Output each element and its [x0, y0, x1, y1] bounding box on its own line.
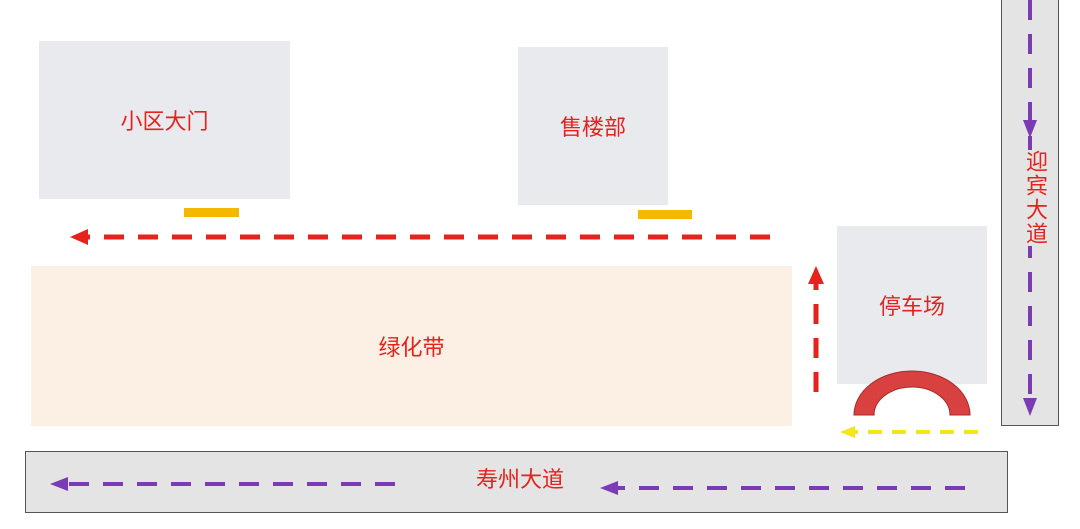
yellow-route — [840, 426, 978, 438]
yingbin-road-label: 迎宾大道 — [1012, 150, 1048, 246]
community-gate-block: 小区大门 — [39, 41, 290, 199]
green-belt-label: 绿化带 — [378, 336, 445, 361]
arrow-down-icon — [1023, 398, 1037, 416]
gate-entrance-marker — [184, 208, 239, 217]
shouzhou-road-label: 寿州大道 — [475, 468, 564, 493]
parking-lot-block: 停车场 — [837, 226, 987, 384]
parking-lot-label: 停车场 — [878, 295, 945, 320]
arrow-up-icon — [808, 266, 824, 284]
green-belt: 绿化带 — [31, 266, 792, 426]
arrow-left-icon — [70, 229, 88, 245]
red-route-top — [70, 229, 770, 245]
shouzhou-traffic-left — [50, 477, 395, 491]
arrow-left-icon — [840, 426, 855, 438]
sales-office-label: 售楼部 — [559, 116, 626, 141]
arrow-left-icon — [600, 481, 618, 495]
arrow-down-icon — [1023, 120, 1037, 138]
sales-office-block: 售楼部 — [518, 47, 668, 205]
uturn-arc-icon — [853, 370, 971, 416]
shouzhou-traffic-right — [600, 481, 965, 495]
yingbin-traffic — [1023, 0, 1037, 416]
red-route-vertical — [808, 266, 824, 392]
community-gate-label: 小区大门 — [120, 110, 209, 135]
sales-entrance-marker — [638, 210, 692, 219]
arrow-left-icon — [50, 477, 68, 491]
